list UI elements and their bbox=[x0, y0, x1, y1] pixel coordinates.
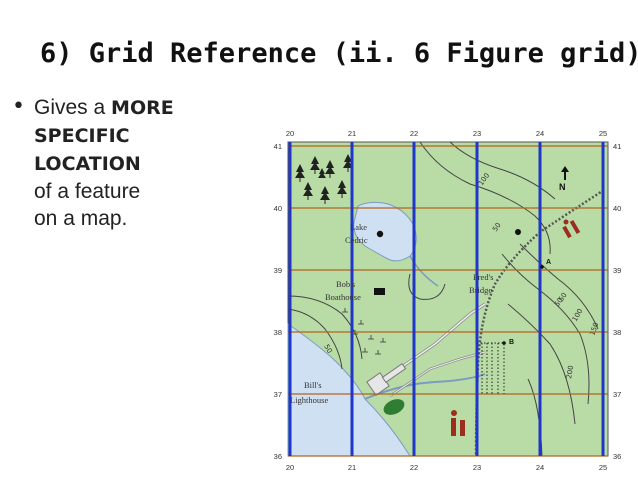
info-symbol-icon-2 bbox=[451, 410, 465, 436]
contour-label-50c: 50 bbox=[322, 343, 333, 355]
northing-left-38: 38 bbox=[274, 328, 282, 337]
contour-label-50a: 50 bbox=[491, 221, 503, 233]
lake-outflow bbox=[409, 255, 439, 287]
northing-right-41: 41 bbox=[613, 142, 621, 151]
easting-top-22: 22 bbox=[410, 129, 418, 138]
northing-right-38: 38 bbox=[613, 328, 621, 337]
easting-bottom-24: 24 bbox=[536, 463, 544, 472]
lighthouse-label-2: Lighthouse bbox=[290, 395, 328, 405]
north-label: N bbox=[559, 182, 566, 192]
grid-vertical bbox=[288, 142, 605, 456]
point-b-icon bbox=[502, 341, 506, 345]
contour-6 bbox=[527, 378, 543, 457]
easting-top-25: 25 bbox=[599, 129, 607, 138]
boathouse-label-2: Boathouse bbox=[325, 292, 361, 302]
contour-7 bbox=[287, 308, 343, 370]
point-a-icon bbox=[540, 265, 544, 269]
river-water bbox=[287, 323, 411, 457]
point-b-guide bbox=[477, 342, 505, 394]
easting-bottom-22: 22 bbox=[410, 463, 418, 472]
contour-1 bbox=[419, 141, 551, 255]
river-channel bbox=[364, 373, 486, 400]
grid-horizontal bbox=[288, 145, 608, 457]
lake-cedric-point-icon bbox=[376, 230, 384, 238]
contour-3 bbox=[501, 253, 590, 405]
info-symbol-icon bbox=[562, 219, 581, 239]
northing-right-40: 40 bbox=[613, 204, 621, 213]
map-svg: 100 50 50 100 150 200 50 50 bbox=[274, 129, 622, 472]
contour-label-50b: 50 bbox=[557, 291, 569, 303]
point-a-label: A bbox=[546, 259, 551, 266]
bridge-label-1: Fred's bbox=[473, 272, 493, 282]
northing-right-37: 37 bbox=[613, 390, 621, 399]
bullet-emphasis-specific: SPECIFIC bbox=[34, 125, 130, 147]
contour-5 bbox=[507, 303, 576, 425]
lake-label-2: Cedric bbox=[345, 235, 368, 245]
northing-left-39: 39 bbox=[274, 266, 282, 275]
slide-title: 6) Grid Reference (ii. 6 Figure grid) bbox=[40, 38, 638, 69]
marsh-icon bbox=[342, 308, 386, 355]
easting-top-20: 20 bbox=[286, 129, 294, 138]
bullet-text: Gives a MORE SPECIFIC LOCATION of a feat… bbox=[34, 94, 174, 232]
northing-left-36: 36 bbox=[274, 452, 282, 461]
bullet-tail-1: of a feature bbox=[34, 180, 141, 203]
contour-label-200: 200 bbox=[565, 365, 575, 380]
north-arrow-icon: N bbox=[559, 166, 569, 192]
northing-right-36: 36 bbox=[613, 452, 621, 461]
forest-icon bbox=[295, 154, 353, 204]
feature-point-icon bbox=[515, 229, 521, 235]
boathouse-label-1: Bob's bbox=[336, 279, 355, 289]
point-b-label: B bbox=[509, 339, 514, 346]
bullet-emphasis-more: MORE bbox=[111, 97, 174, 119]
easting-bottom-25: 25 bbox=[599, 463, 607, 472]
bullet-lead: Gives a bbox=[34, 96, 106, 119]
easting-bottom-21: 21 bbox=[348, 463, 356, 472]
easting-top-23: 23 bbox=[473, 129, 481, 138]
easting-top-24: 24 bbox=[536, 129, 544, 138]
road-second-inner bbox=[389, 351, 486, 397]
northing-left-37: 37 bbox=[274, 390, 282, 399]
contour-label-50d: 50 bbox=[553, 296, 565, 308]
easting-bottom-20: 20 bbox=[286, 463, 294, 472]
northing-left-41: 41 bbox=[274, 142, 282, 151]
bullet-tail-2: on a map. bbox=[34, 207, 128, 230]
contour-8 bbox=[287, 295, 363, 360]
boathouse-icon bbox=[374, 288, 385, 295]
northing-right-39: 39 bbox=[613, 266, 621, 275]
easting-top-21: 21 bbox=[348, 129, 356, 138]
bullet-emphasis-location: LOCATION bbox=[34, 153, 141, 175]
bridge-label-2: Bridge bbox=[469, 285, 492, 295]
lighthouse-label-1: Bill's bbox=[304, 380, 322, 390]
contour-4 bbox=[519, 243, 599, 330]
island-icon bbox=[383, 399, 405, 415]
lake-label-1: Lake bbox=[350, 222, 367, 232]
point-b-ticks bbox=[481, 343, 499, 394]
northing-left-40: 40 bbox=[274, 204, 282, 213]
grid-map: 100 50 50 100 150 200 50 50 bbox=[270, 124, 628, 474]
easting-bottom-23: 23 bbox=[473, 463, 481, 472]
contour-9 bbox=[408, 273, 446, 300]
bullet-dot-icon: • bbox=[12, 94, 25, 119]
railway bbox=[474, 188, 605, 457]
lighthouse-pier-icon bbox=[366, 362, 407, 396]
